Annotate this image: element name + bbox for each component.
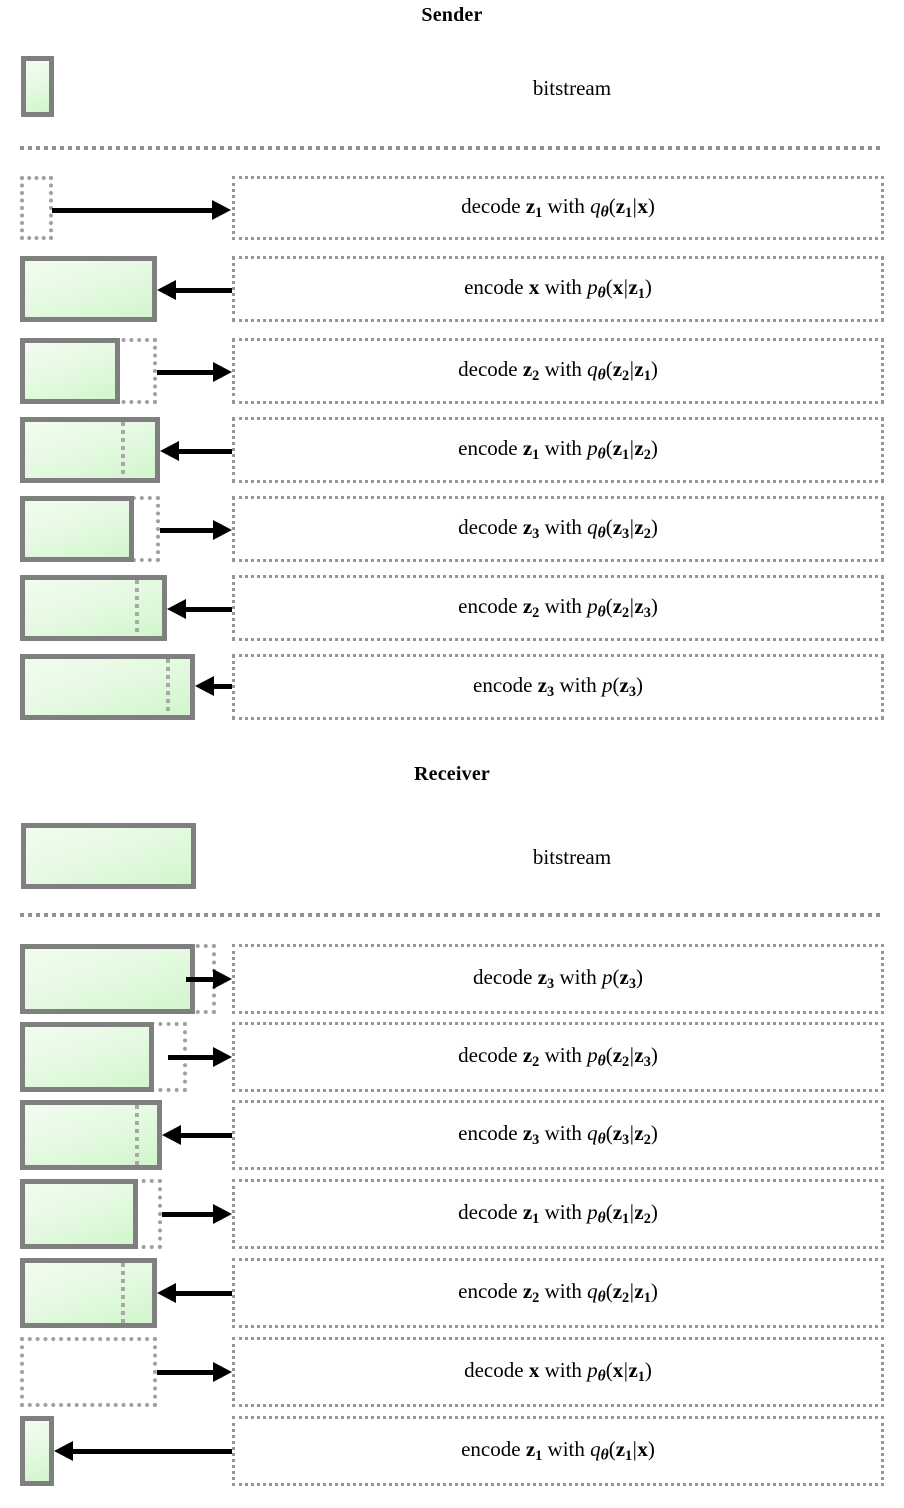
receiver-process-row-6-label: decode x with pθ(x|z1) (464, 1358, 652, 1385)
sender-bitstream-row-5 (20, 496, 134, 562)
sender-process-row-4: encode z1 with pθ(z1|z2) (232, 417, 884, 483)
sender-bitstream-row-2 (20, 256, 157, 322)
receiver-process-row-3: encode z3 with qθ(z3|z2) (232, 1100, 884, 1170)
receiver-process-row-5-label: encode z2 with qθ(z2|z1) (458, 1279, 658, 1306)
receiver-process-row-4-label: decode z1 with pθ(z1|z2) (458, 1200, 658, 1227)
receiver-process-row-4: decode z1 with pθ(z1|z2) (232, 1179, 884, 1249)
receiver-bitstream-label: bitstream (532, 845, 612, 869)
receiver-title: Receiver (414, 763, 490, 785)
receiver-bitstream-row-3 (20, 1100, 162, 1170)
sender-bitstream-row-7-marker (166, 659, 170, 715)
sender-process-row-5-label: decode z3 with qθ(z3|z2) (458, 515, 658, 542)
sender-process-row-6: encode z2 with pθ(z2|z3) (232, 575, 884, 641)
sender-process-row-4-label: encode z1 with pθ(z1|z2) (458, 436, 658, 463)
receiver-process-row-7-label: encode z1 with qθ(z1|x) (461, 1437, 655, 1464)
sender-bitstream-row-7 (20, 654, 195, 720)
sender-divider (20, 146, 884, 150)
receiver-process-row-3-label: encode z3 with qθ(z3|z2) (458, 1121, 658, 1148)
sender-process-row-7: encode z3 with p(z3) (232, 654, 884, 720)
sender-process-row-3: decode z2 with qθ(z2|z1) (232, 338, 884, 404)
receiver-process-row-2: decode z2 with pθ(z2|z3) (232, 1022, 884, 1092)
sender-process-row-2-label: encode x with pθ(x|z1) (464, 275, 652, 302)
receiver-initial-bitstream-box (21, 823, 196, 889)
sender-bitstream-label: bitstream (532, 76, 612, 100)
sender-bitstream-row-4 (20, 417, 160, 483)
sender-process-row-5: decode z3 with qθ(z3|z2) (232, 496, 884, 562)
sender-bitstream-row-4-marker (121, 422, 125, 478)
sender-bitstream-row-6 (20, 575, 167, 641)
receiver-bitstream-row-1 (20, 944, 195, 1014)
sender-process-row-1-label: decode z1 with qθ(z1|x) (461, 194, 655, 221)
sender-process-row-3-label: decode z2 with qθ(z2|z1) (458, 357, 658, 384)
receiver-process-row-1-label: decode z3 with p(z3) (473, 965, 643, 992)
sender-process-row-1: decode z1 with qθ(z1|x) (232, 176, 884, 240)
receiver-process-row-2-label: decode z2 with pθ(z2|z3) (458, 1043, 658, 1070)
receiver-bitstream-row-7 (20, 1416, 54, 1486)
receiver-bitstream-row-5-marker (121, 1263, 125, 1323)
receiver-bitstream-row-5 (20, 1258, 157, 1328)
sender-bitstream-row-3 (20, 338, 120, 404)
receiver-bitstream-row-2 (20, 1022, 154, 1092)
sender-title: Sender (421, 4, 483, 26)
sender-bitstream-row-1 (20, 176, 53, 240)
sender-initial-bitstream-box (21, 56, 54, 117)
sender-process-row-2: encode x with pθ(x|z1) (232, 256, 884, 322)
receiver-bitstream-row-3-marker (135, 1105, 139, 1165)
receiver-divider (20, 913, 884, 917)
receiver-bitstream-row-6 (20, 1337, 157, 1407)
receiver-bitstream-row-4 (20, 1179, 138, 1249)
sender-process-row-7-label: encode z3 with p(z3) (473, 673, 643, 700)
sender-bitstream-row-6-marker (135, 580, 139, 636)
receiver-process-row-5: encode z2 with qθ(z2|z1) (232, 1258, 884, 1328)
receiver-process-row-7: encode z1 with qθ(z1|x) (232, 1416, 884, 1486)
receiver-process-row-6: decode x with pθ(x|z1) (232, 1337, 884, 1407)
sender-process-row-6-label: encode z2 with pθ(z2|z3) (458, 594, 658, 621)
receiver-process-row-1: decode z3 with p(z3) (232, 944, 884, 1014)
